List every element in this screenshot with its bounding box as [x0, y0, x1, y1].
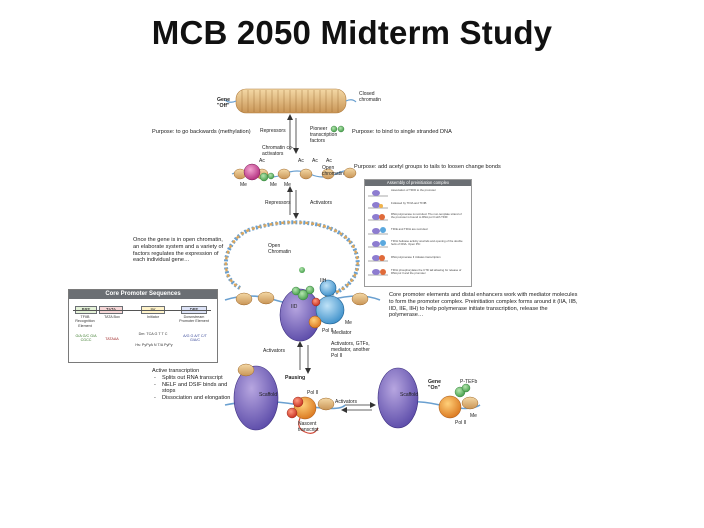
gtfs-label: Activators, GTFs, mediator, another Pol …	[331, 341, 370, 359]
gene-off-label: Gene "Off"	[217, 97, 230, 109]
core-promoter-panel: Core Promoter Sequences BRE TATA Inr DPE…	[68, 289, 218, 363]
assembly-step-image	[368, 202, 388, 209]
tfiih-label: IIH	[320, 278, 327, 284]
ptefb-label: P-TEFb	[460, 379, 478, 385]
transition-arrows	[289, 118, 372, 411]
pol2-label: Pol II	[322, 328, 334, 334]
preinitiation-complex	[224, 279, 381, 342]
page-title: MCB 2050 Midterm Study	[151, 14, 553, 51]
assembly-step: RNA polymerase II initiates transcriptio…	[391, 255, 441, 259]
me-mark: Me	[270, 182, 277, 188]
activators2-label: Activators	[263, 348, 285, 354]
open-chromatin-note: Once the gene is in open chromatin, an e…	[133, 237, 224, 264]
dpe-sub: Downstream Promoter Element	[179, 315, 209, 324]
active-item: NELF and DSIF binds and stops	[154, 382, 242, 396]
repressors-label: Repressors	[260, 128, 286, 134]
assembly-step-image	[368, 240, 388, 248]
ac-mark: Ac	[326, 158, 332, 164]
assembly-step: TFIIH helicase activity unwinds and open…	[391, 239, 463, 247]
me-mark: Me	[470, 413, 477, 419]
open-chromatin-row	[231, 163, 357, 182]
assembly-panel: Assembly of preinitiation complex Associ…	[364, 179, 472, 287]
pol2-pausing-label: Pol II	[307, 390, 319, 396]
activators3-label: Activators	[335, 399, 357, 405]
assembly-step: RNA polymerase is recruited. The non-tem…	[391, 212, 462, 220]
inr-seq-dm: Dm: TCA G T T C	[138, 332, 168, 336]
pol2-geneon-label: Pol II	[455, 420, 467, 426]
active-item: Dissociation and elongation	[154, 395, 242, 402]
assembly-step: TFIIH phosphorylates the CTD tail allowi…	[391, 268, 462, 276]
inr-seq-hs: Hs: PyPyA N T/A PyPy	[135, 343, 173, 347]
ac-mark: Ac	[259, 158, 265, 164]
scaffold-label-2: Scaffold	[400, 392, 418, 398]
acetyl-purpose-note: Purpose: add acetyl groups to tails to l…	[354, 164, 501, 170]
coactivators-label: Chromatin co-activators	[262, 145, 294, 157]
me-mark: Me	[284, 182, 291, 188]
assembly-header: Assembly of preinitiation complex	[365, 180, 471, 186]
closed-chromatin-fiber	[224, 88, 357, 114]
active-transcription-title: Active transcription	[152, 368, 200, 374]
assembly-step-image	[368, 190, 388, 197]
promoter-line	[73, 310, 211, 311]
pioneer-purpose-note: Purpose: to bind to single stranded DNA	[352, 129, 452, 135]
nascent-transcript-label: Nascent transcript	[298, 421, 319, 433]
gene-on-label: Gene "On"	[428, 379, 441, 391]
tfiid-label: IID	[291, 304, 298, 310]
inr-sub: Initiator	[146, 315, 160, 319]
ac-mark: Ac	[312, 158, 318, 164]
open-chromatin-loop-label: Open Chromatin	[268, 243, 292, 255]
assembly-step-image	[368, 269, 388, 276]
assembly-step-image	[368, 214, 388, 221]
me-mark: Me	[240, 182, 247, 188]
dpe-seq: A/G G A/T C/T G/A/C	[183, 334, 207, 343]
assembly-step: Followed by TFIIA and TFIIB	[391, 201, 427, 205]
active-item: Splits out RNA transcript	[154, 375, 242, 382]
tata-sub: TATA Box	[104, 315, 120, 319]
repressors2-label: Repressors	[265, 200, 291, 206]
bre-seq: G/A G/C G/A CGCC	[75, 334, 97, 343]
core-promoter-header: Core Promoter Sequences	[69, 290, 217, 299]
tata-seq: TATAAA	[105, 337, 119, 341]
pausing-complex	[224, 363, 346, 434]
assembly-step: Association of TFIID to the promoter	[391, 188, 436, 192]
closed-chromatin-label: Closed chromatin	[359, 91, 381, 103]
me-mark: Me	[345, 320, 352, 326]
repressors-purpose-note: Purpose: to go backwards (methylation)	[152, 129, 251, 135]
pioneer-label: Pioneer transcription factors	[310, 126, 338, 144]
assembly-step-image	[368, 255, 388, 262]
bre-sub: TFIIB Recognition Element	[75, 315, 95, 328]
chromatin-loop	[223, 220, 360, 298]
open-chromatin-row-label: Open chromatin	[322, 165, 344, 177]
active-transcription-note: Active transcription Splits out RNA tran…	[152, 368, 242, 402]
assembly-step: TFIIE and TFIIH are recruited	[391, 227, 428, 231]
gene-on-complex	[377, 367, 481, 429]
core-promoter-note: Core promoter elements and distal enhanc…	[389, 292, 578, 319]
activators-label: Activators	[310, 200, 332, 206]
assembly-step-image	[368, 227, 388, 235]
mediator-label: Mediator	[332, 330, 352, 336]
ac-mark: Ac	[298, 158, 304, 164]
pausing-label: Pausing	[285, 375, 306, 381]
scaffold-label: Scaffold	[259, 392, 277, 398]
